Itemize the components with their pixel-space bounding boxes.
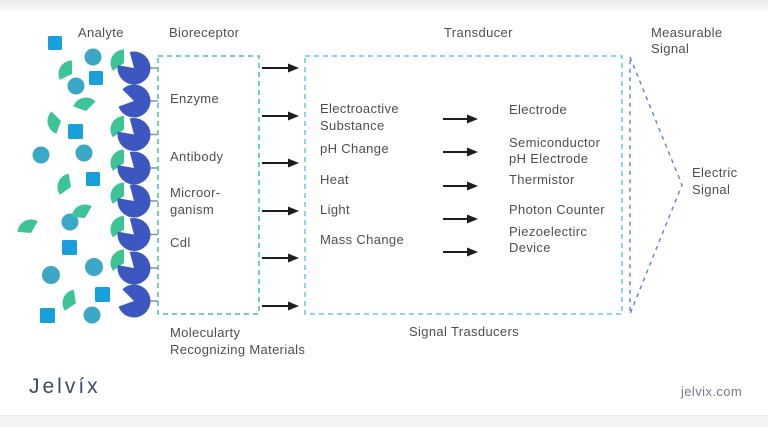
- analyte-square-icon: [62, 240, 77, 255]
- analyte-square-icon: [95, 287, 110, 302]
- arrow-right-icon: [262, 206, 299, 216]
- arrow-right-icon: [443, 214, 478, 224]
- bioreceptor-item-enzyme: Enzyme: [170, 91, 220, 106]
- electric-signal-chevron: [629, 56, 683, 315]
- jelvix-logo: Jelvíx: [29, 375, 101, 398]
- analyte-circle-icon: [67, 77, 85, 95]
- transducer-box: [304, 55, 623, 315]
- electric-signal-label: Electric Signal: [692, 165, 738, 197]
- transducer-input-ph-change: pH Change: [320, 141, 389, 156]
- transducer-output-electrode: Electrode: [509, 102, 568, 117]
- transducer-input-mass-change: Mass Change: [320, 232, 405, 247]
- bottom-bar: [0, 415, 768, 427]
- analyte-square-icon: [40, 308, 55, 323]
- receptor-units: [110, 49, 158, 318]
- arrow-right-icon: [262, 158, 299, 168]
- receptor-unit: [110, 116, 158, 151]
- analyte-square-icon: [89, 71, 103, 85]
- analyte-circle-icon: [75, 144, 93, 162]
- analyte-wedge-icon: [57, 173, 71, 195]
- analyte-circle-icon: [84, 48, 102, 66]
- bioreceptor-item-antibody: Antibody: [170, 149, 224, 164]
- analyte-square-icon: [86, 172, 100, 186]
- analyte-circle-icon: [32, 146, 50, 164]
- receptor-unit: [110, 49, 158, 85]
- arrow-right-icon: [262, 301, 299, 311]
- receptor-unit: [118, 284, 158, 318]
- bioreceptor-item-cdl: Cdl: [170, 235, 191, 250]
- analyte-wedge-icon: [58, 60, 72, 80]
- transducer-heading: Transducer: [444, 25, 513, 40]
- flow-arrows-right: [443, 114, 478, 257]
- receptor-unit: [110, 149, 158, 185]
- jelvix-site-link[interactable]: jelvix.com: [681, 384, 743, 399]
- transducer-output-thermistor: Thermistor: [509, 172, 575, 187]
- transducer-output-photon-counter: Photon Counter: [509, 202, 605, 217]
- analyte-circle-icon: [42, 266, 60, 284]
- receptor-unit: [118, 84, 158, 118]
- analyte-shapes: [17, 36, 110, 324]
- receptor-unit: [110, 182, 158, 218]
- arrow-right-icon: [443, 147, 478, 157]
- analyte-wedge-icon: [17, 219, 38, 233]
- bioreceptor-heading: Bioreceptor: [169, 25, 240, 40]
- analyte-square-icon: [48, 36, 62, 50]
- analyte-wedge-icon: [47, 111, 61, 134]
- transducer-input-electroactive: Electroactive Substance: [320, 101, 399, 133]
- analyte-wedge-icon: [71, 204, 92, 218]
- arrow-right-icon: [443, 181, 478, 191]
- receptor-unit: [110, 216, 158, 251]
- transducer-caption: Signal Trasducers: [409, 324, 520, 339]
- analyte-wedge-icon: [62, 289, 76, 311]
- bioreceptor-caption: Molecularty Recognizing Materials: [170, 325, 306, 357]
- transducer-input-heat: Heat: [320, 172, 349, 187]
- analyte-square-icon: [68, 124, 83, 139]
- arrow-right-icon: [443, 114, 478, 124]
- analyte-wedge-icon: [73, 97, 96, 111]
- analyte-circle-icon: [83, 306, 101, 324]
- measurable-signal-heading: Measurable Signal: [651, 25, 723, 56]
- flow-arrows-left: [262, 63, 299, 311]
- analyte-circle-icon: [61, 213, 79, 231]
- analyte-circle-icon: [85, 258, 103, 276]
- analyte-heading: Analyte: [78, 25, 124, 40]
- bioreceptor-item-microorganism: Microor- ganism: [170, 185, 221, 217]
- transducer-output-semiconductor: Semiconductor pH Electrode: [509, 135, 601, 166]
- arrow-right-icon: [262, 111, 299, 121]
- arrow-right-icon: [262, 63, 299, 73]
- bioreceptor-box: [157, 55, 260, 315]
- arrow-right-icon: [443, 247, 478, 257]
- transducer-output-piezoelectric: Piezoelectirc Device: [509, 224, 588, 255]
- arrow-right-icon: [262, 253, 299, 263]
- receptor-unit: [110, 249, 158, 285]
- transducer-input-light: Light: [320, 202, 350, 217]
- top-shade: [0, 0, 768, 14]
